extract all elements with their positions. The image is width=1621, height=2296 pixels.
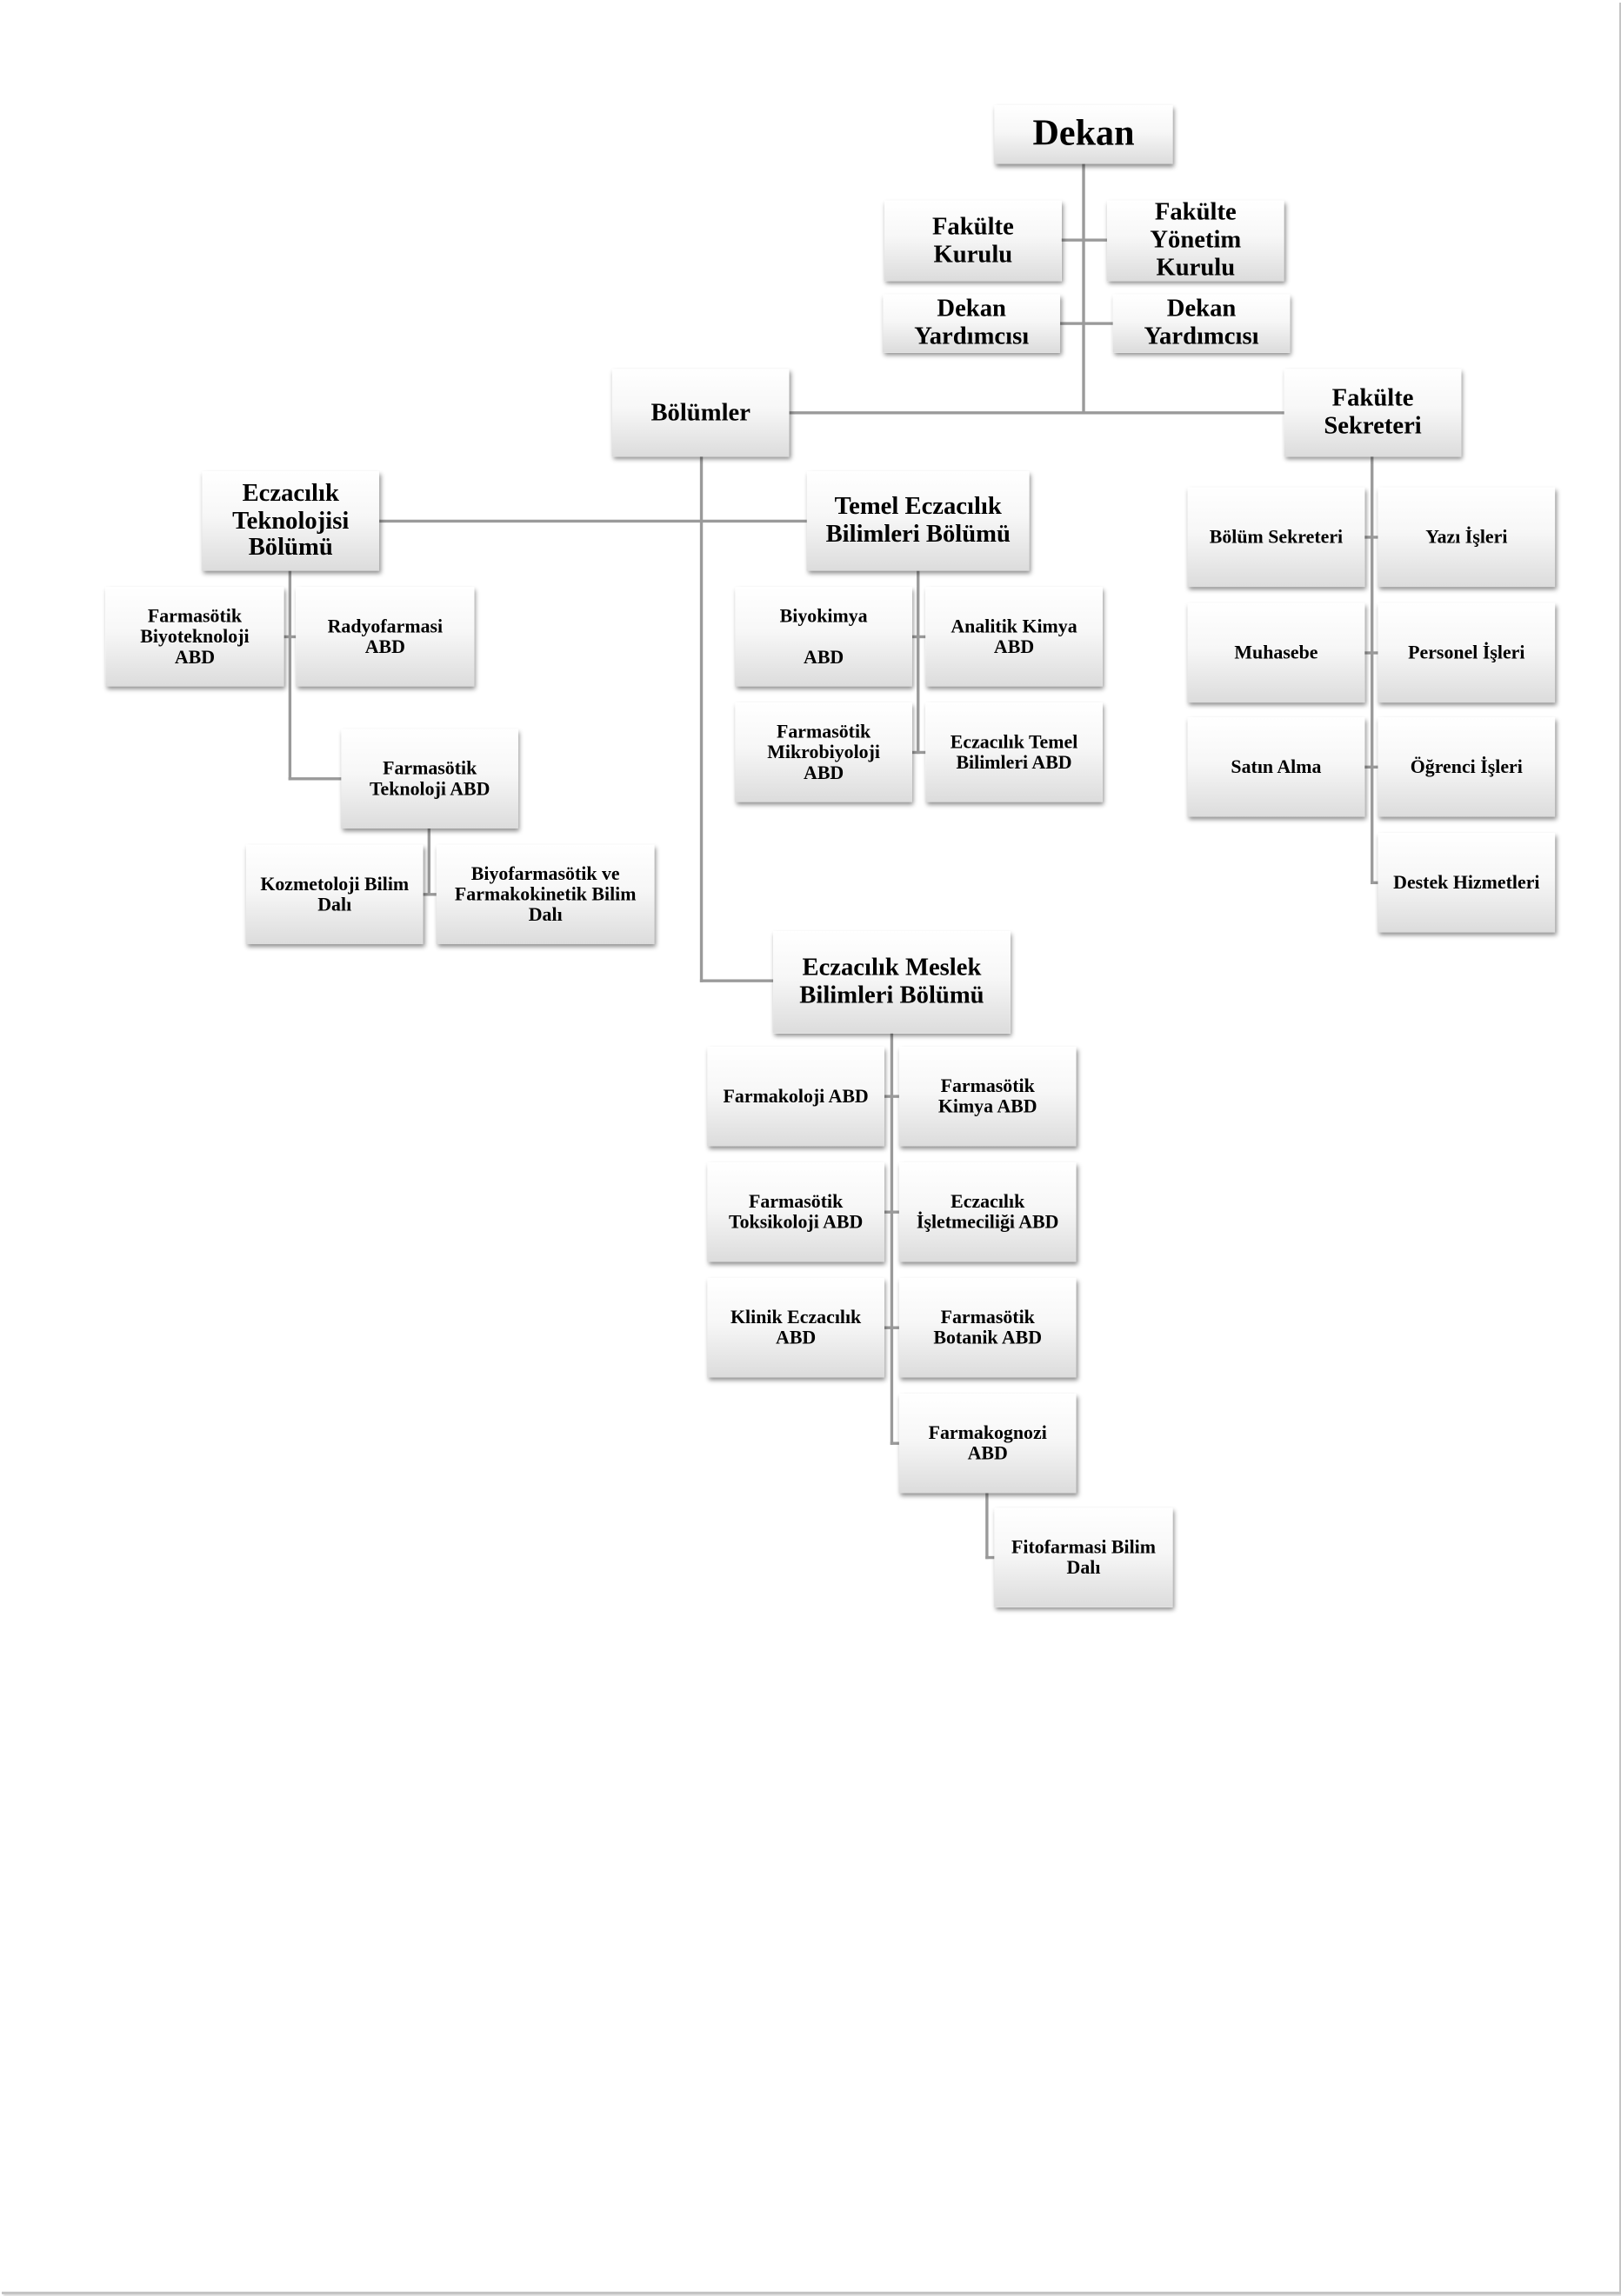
org-node-ogrenci-isleri: Öğrenci İşleri <box>1378 717 1556 817</box>
connector-line <box>917 569 919 754</box>
connector-line <box>1059 323 1114 325</box>
org-node-personel-isleri: Personel İşleri <box>1378 602 1556 703</box>
connector-line <box>985 1492 988 1559</box>
org-node-farmakognozi: Farmakognozi ABD <box>898 1393 1077 1494</box>
org-node-klinik-eczacilik: Klinik Eczacılık ABD <box>707 1277 885 1378</box>
org-node-dekan-yardimcisi-2: Dekan Yardımcısı <box>1112 294 1291 353</box>
connector-line <box>1364 651 1379 654</box>
org-node-bolum-sekreteri: Bölüm Sekreteri <box>1187 487 1365 588</box>
connector-line <box>378 520 808 522</box>
org-node-farmasotik-teknoloji: Farmasötik Teknoloji ABD <box>341 729 519 829</box>
connector-line <box>788 411 1285 414</box>
org-node-dekan: Dekan <box>994 105 1173 164</box>
connector-line <box>1371 882 1379 884</box>
org-node-fakulte-yonetim-kurulu: Fakülte Yönetim Kurulu <box>1106 198 1284 282</box>
connector-line <box>422 893 437 895</box>
org-node-farmasotik-biyoteknoloji: Farmasötik Biyoteknoloji ABD <box>105 587 284 687</box>
org-node-dekan-yardimcisi-1: Dekan Yardımcısı <box>883 294 1061 353</box>
org-node-radyofarmasi: Radyofarmasi ABD <box>296 587 475 687</box>
connector-line <box>283 636 297 638</box>
org-node-farmasotik-kimya: Farmasötik Kimya ABD <box>898 1046 1077 1147</box>
org-node-eczacilik-temel-bilimleri: Eczacılık Temel Bilimleri ABD <box>925 702 1103 802</box>
org-node-temel-eczacilik: Temel Eczacılık Bilimleri Bölümü <box>806 471 1030 571</box>
connector-line <box>1060 239 1108 242</box>
org-node-farmasotik-mikrobiyoloji: Farmasötik Mikrobiyoloji ABD <box>735 702 913 802</box>
connector-line <box>883 1327 900 1329</box>
connector-line <box>985 1556 996 1559</box>
org-node-farmakoloji: Farmakoloji ABD <box>707 1046 885 1147</box>
org-node-satin-alma: Satın Alma <box>1187 717 1365 817</box>
connector-line <box>289 569 291 780</box>
org-node-biyokimya: Biyokimya ABD <box>735 587 913 687</box>
connector-line <box>883 1211 900 1214</box>
org-node-fitofarmasi: Fitofarmasi Bilim Dalı <box>994 1507 1173 1607</box>
org-node-eczacilik-teknolojisi: Eczacılık Teknolojisi Bölümü <box>202 471 380 571</box>
connector-line <box>700 456 703 982</box>
org-node-kozmetoloji: Kozmetoloji Bilim Dalı <box>245 844 424 945</box>
org-node-fakulte-sekreteri: Fakülte Sekreteri <box>1284 369 1462 457</box>
org-node-biyofarmasotik: Biyofarmasötik ve Farmakokinetik Bilim D… <box>436 844 655 945</box>
org-node-farmasotik-botanik: Farmasötik Botanik ABD <box>898 1277 1077 1378</box>
org-node-eczacilik-meslek: Eczacılık Meslek Bilimleri Bölümü <box>773 930 1011 1034</box>
connector-line <box>289 777 343 780</box>
org-node-muhasebe: Muhasebe <box>1187 602 1365 703</box>
connector-line <box>883 1095 900 1098</box>
connector-line <box>1082 163 1084 414</box>
org-node-farmasotik-toksikoloji: Farmasötik Toksikoloji ABD <box>707 1161 885 1262</box>
connector-line <box>1371 456 1373 884</box>
connector-line <box>891 1442 900 1445</box>
org-node-yazi-isleri: Yazı İşleri <box>1378 487 1556 588</box>
org-node-fakulte-kurulu: Fakülte Kurulu <box>884 200 1062 282</box>
org-node-bolumler: Bölümler <box>611 369 790 457</box>
connector-line <box>1364 766 1379 769</box>
org-node-analitik-kimya: Analitik Kimya ABD <box>925 587 1103 687</box>
org-node-destek-hizmetleri: Destek Hizmetleri <box>1378 833 1556 933</box>
connector-line <box>428 828 430 895</box>
connector-line <box>1364 536 1379 538</box>
connector-line <box>700 980 775 982</box>
connector-line <box>891 1032 893 1445</box>
connector-line <box>911 751 927 754</box>
connector-line <box>911 636 927 638</box>
org-node-eczacilik-isletmeciligi: Eczacılık İşletmeciliği ABD <box>898 1161 1077 1262</box>
